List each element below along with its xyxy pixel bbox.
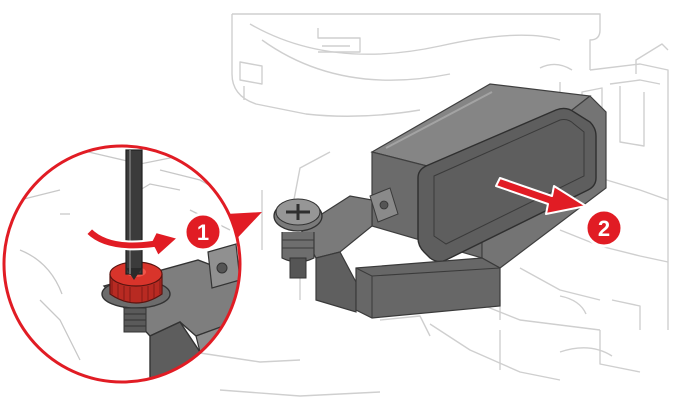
step-1-badge: 1 (183, 212, 223, 252)
step-1-label: 1 (197, 220, 209, 245)
curved-rotate-arrow-icon (85, 227, 179, 257)
pull-arrow-icon (495, 177, 587, 215)
step-2-badge: 2 (584, 208, 624, 248)
magnified-detail (2, 144, 242, 384)
step-2-label: 2 (598, 216, 610, 241)
screwdriver-icon (125, 149, 143, 280)
screw (273, 198, 323, 279)
speaker-base-block (355, 257, 501, 319)
